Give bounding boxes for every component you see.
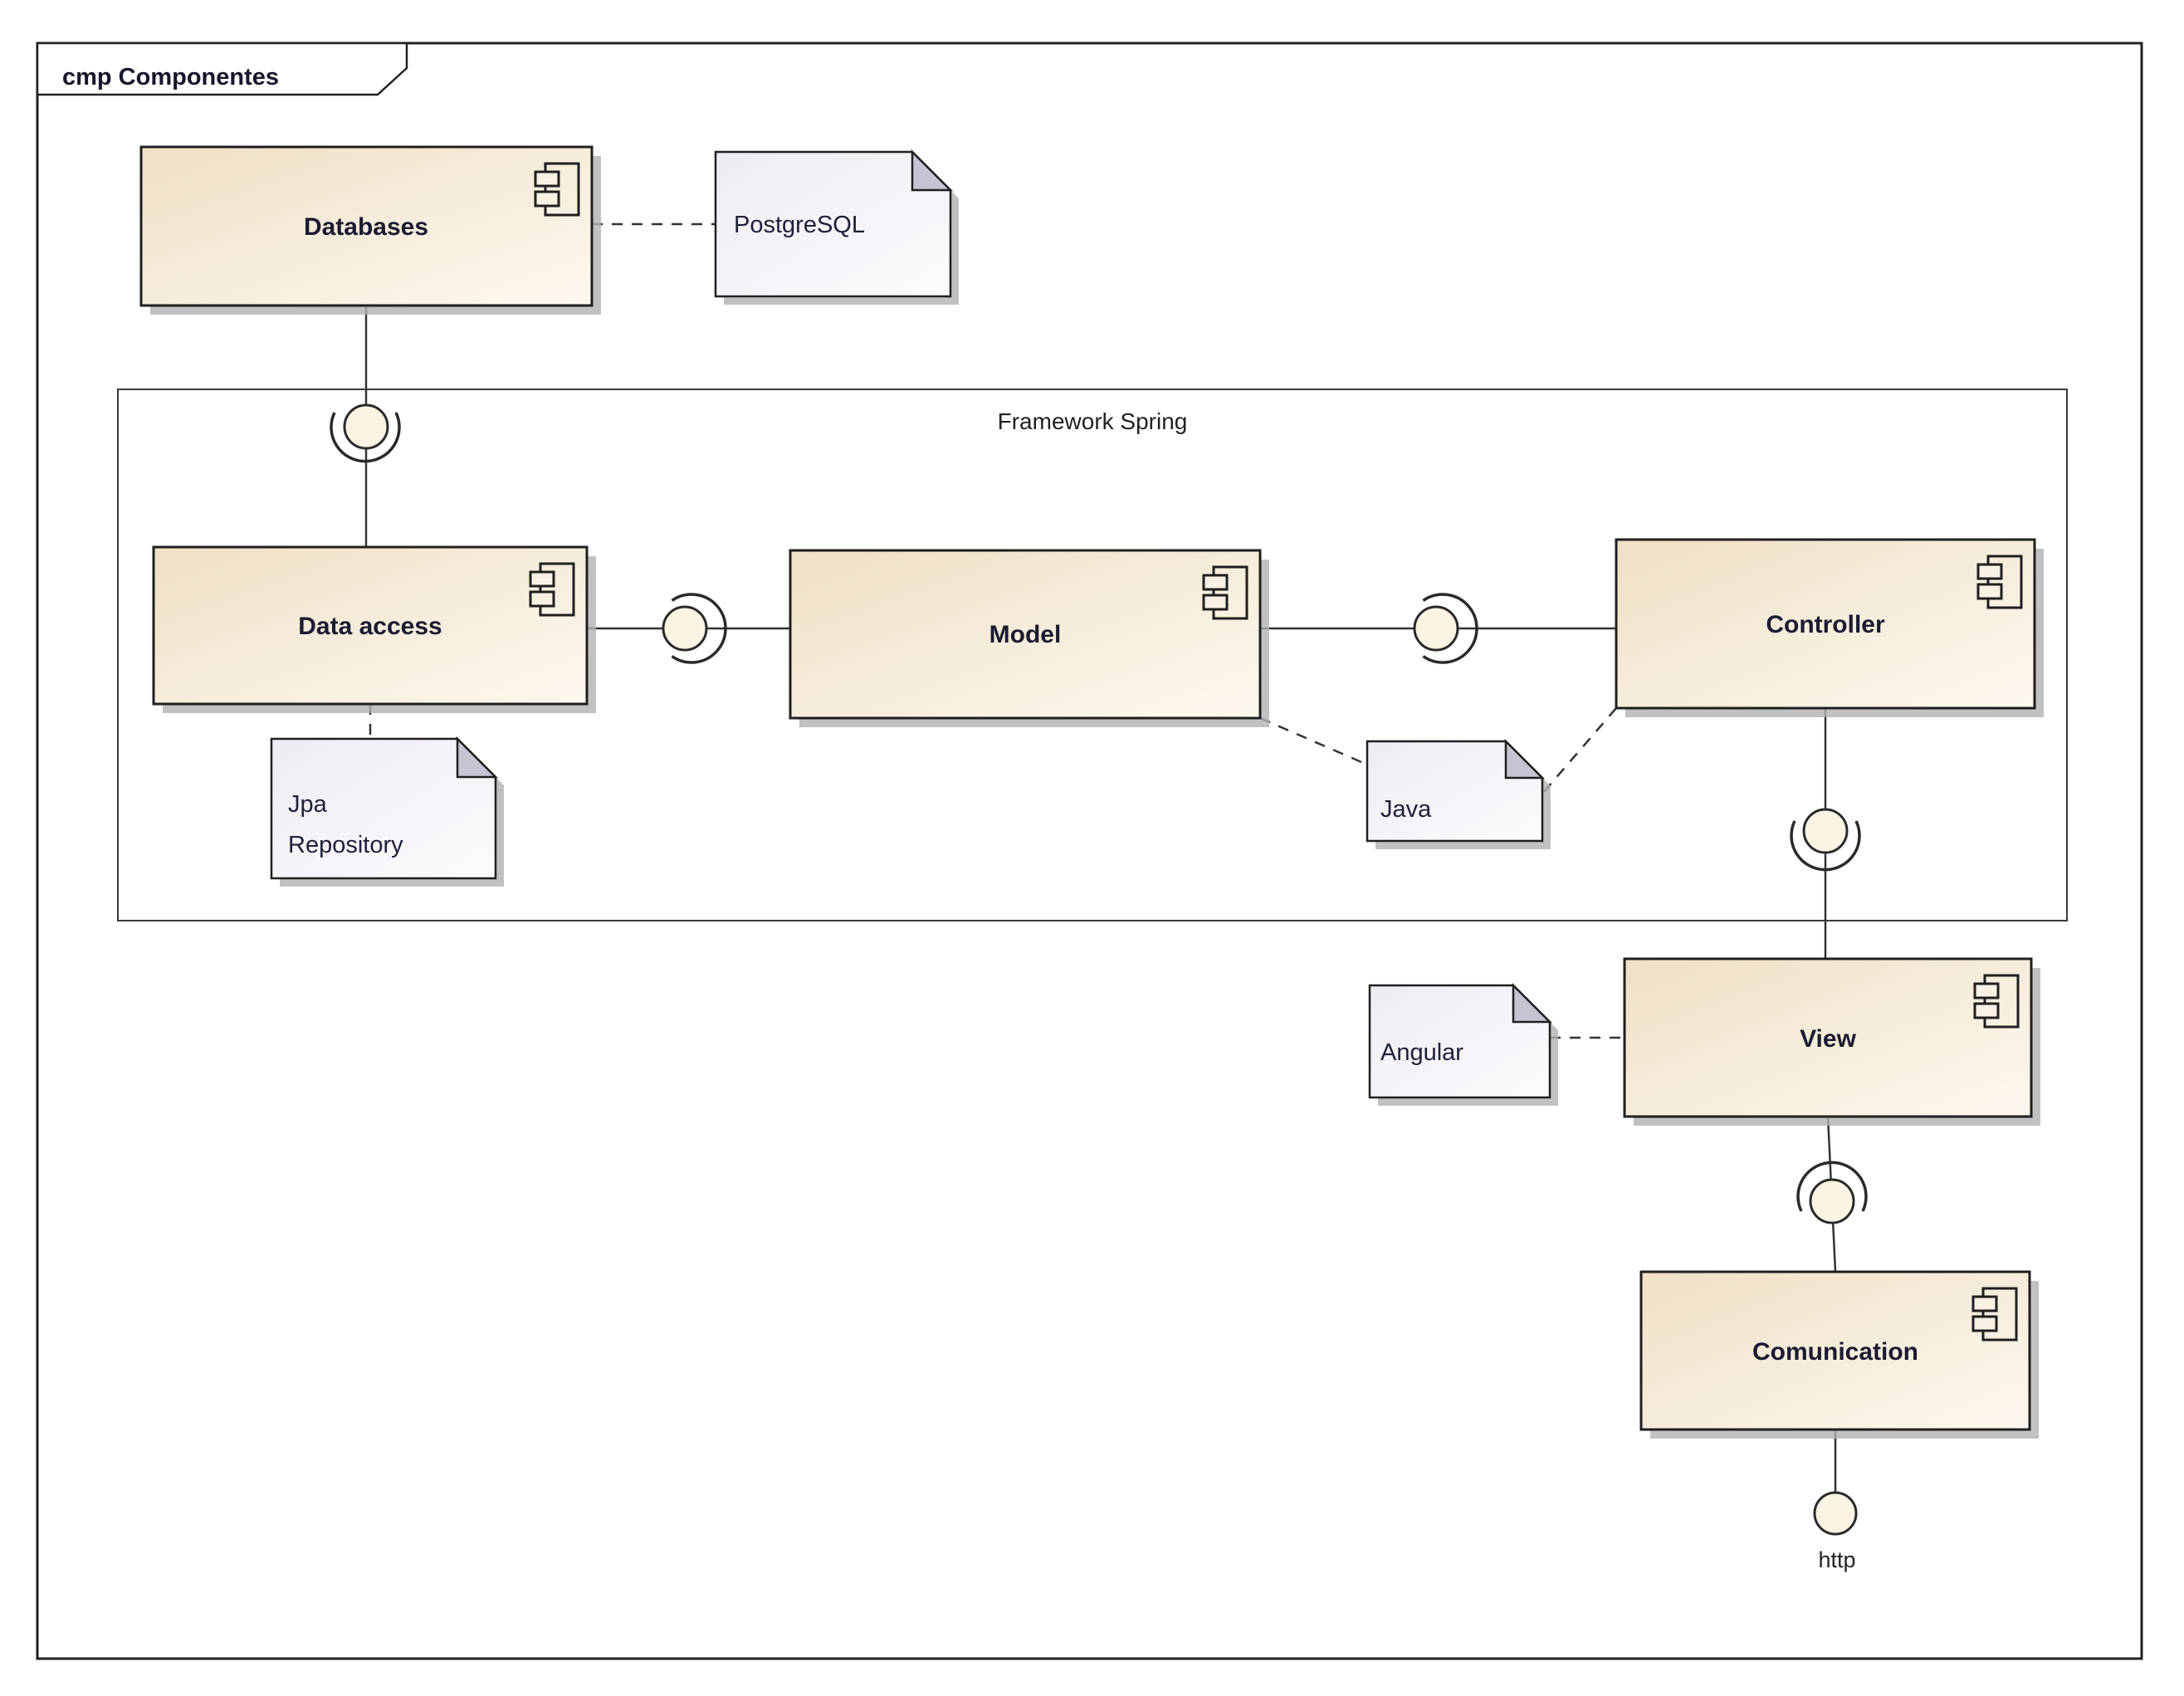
note-jpa-repository[interactable]: Jpa Repository bbox=[270, 736, 504, 887]
note-fold-corner bbox=[456, 736, 499, 779]
provided-interface-ball bbox=[343, 403, 389, 450]
component-data-access[interactable]: Data access bbox=[152, 545, 596, 713]
provided-interface-ball bbox=[1413, 605, 1459, 652]
note-fold-corner bbox=[1504, 738, 1546, 780]
note-postgresql[interactable]: PostgreSQL bbox=[714, 149, 959, 305]
component-label: Data access bbox=[298, 613, 442, 640]
note-shape bbox=[1368, 984, 1551, 1099]
provided-interface-ball bbox=[1802, 808, 1849, 854]
component-model[interactable]: Model bbox=[789, 549, 1269, 727]
required-interface-socket bbox=[1790, 820, 1861, 872]
note-text-line2: Repository bbox=[288, 832, 403, 858]
note-shape bbox=[270, 737, 497, 880]
note-link-controller-java[interactable] bbox=[1542, 707, 1617, 794]
interface-http[interactable]: http bbox=[1813, 1491, 1858, 1572]
note-angular[interactable]: Angular bbox=[1368, 982, 1558, 1106]
diagram-title-tab bbox=[36, 42, 408, 96]
assembly-dataaccess-model[interactable] bbox=[662, 593, 727, 664]
note-text-line1: Jpa bbox=[288, 791, 328, 818]
note-java[interactable]: Java bbox=[1366, 738, 1551, 849]
component-label: Databases bbox=[304, 213, 428, 241]
boundary-framework-spring[interactable] bbox=[117, 389, 2068, 921]
note-fold-corner bbox=[911, 149, 954, 192]
component-box bbox=[1623, 957, 2033, 1118]
required-interface-socket bbox=[1796, 1161, 1868, 1212]
boundary-label: Framework Spring bbox=[998, 408, 1188, 434]
provided-interface-ball bbox=[1809, 1178, 1855, 1224]
diagram-frame bbox=[36, 42, 2143, 1660]
component-box bbox=[1639, 1270, 2031, 1431]
interface-http-label: http bbox=[1818, 1547, 1855, 1572]
note-shape bbox=[1366, 740, 1544, 843]
component-label: View bbox=[1800, 1025, 1856, 1053]
component-label: Controller bbox=[1766, 611, 1885, 638]
component-box bbox=[139, 145, 594, 307]
component-label: Comunication bbox=[1752, 1338, 1918, 1366]
component-databases[interactable]: Databases bbox=[139, 145, 601, 315]
assembly-view-comunication[interactable] bbox=[1796, 1161, 1868, 1224]
component-controller[interactable]: Controller bbox=[1615, 538, 2044, 717]
diagram-title: cmp Componentes bbox=[62, 64, 279, 90]
provided-interface-ball bbox=[662, 605, 708, 652]
component-comunication[interactable]: Comunication bbox=[1639, 1270, 2039, 1439]
interface-http-ball bbox=[1813, 1491, 1858, 1536]
required-interface-socket bbox=[330, 412, 401, 463]
note-fold-corner bbox=[1512, 982, 1553, 1024]
note-text: PostgreSQL bbox=[734, 212, 865, 238]
assembly-controller-view[interactable] bbox=[1790, 808, 1861, 872]
component-box bbox=[1615, 538, 2036, 710]
note-text: Angular bbox=[1380, 1039, 1463, 1066]
assembly-model-controller[interactable] bbox=[1413, 593, 1478, 664]
component-view[interactable]: View bbox=[1623, 957, 2040, 1126]
note-text: Java bbox=[1380, 796, 1432, 823]
assembly-databases-dataaccess[interactable] bbox=[330, 403, 401, 463]
component-label: Model bbox=[989, 621, 1062, 648]
note-shape bbox=[714, 150, 952, 298]
required-interface-socket bbox=[1422, 593, 1478, 664]
note-link-model-java[interactable] bbox=[1259, 716, 1368, 766]
component-box bbox=[152, 545, 589, 706]
component-box bbox=[789, 549, 1262, 720]
required-interface-socket bbox=[671, 593, 727, 664]
